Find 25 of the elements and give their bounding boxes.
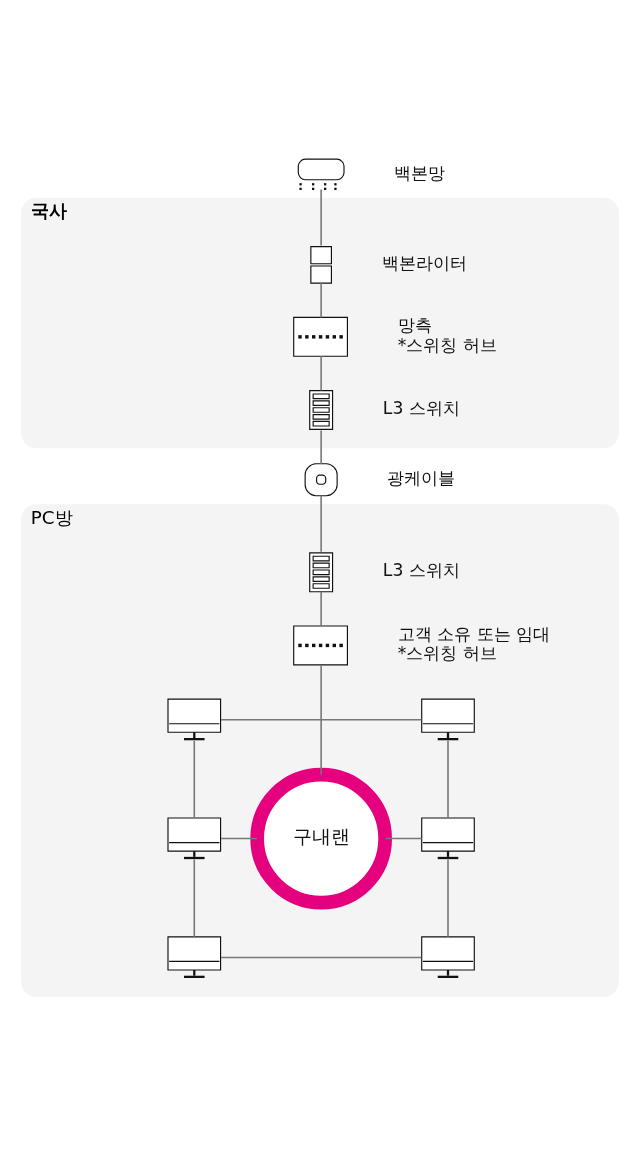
connector	[320, 590, 322, 627]
node-label: L3 스위치	[382, 560, 460, 581]
node-label: 고객 소유 또는 임대	[397, 623, 551, 644]
connector	[320, 664, 322, 776]
connector	[320, 188, 322, 247]
node-circle: 구내랜	[250, 767, 392, 910]
node-label: *스위칭 허브	[397, 643, 497, 664]
node-label: 광케이블	[387, 467, 456, 488]
connector	[220, 956, 423, 959]
connector	[320, 355, 322, 392]
node-label: L3 스위치	[382, 398, 460, 418]
connector	[220, 837, 258, 840]
connector	[447, 858, 449, 938]
connector	[193, 858, 196, 938]
connector	[384, 837, 423, 840]
connector	[320, 282, 322, 319]
connector	[447, 739, 449, 819]
node-label: 백본망	[394, 162, 446, 183]
connector	[320, 429, 322, 465]
node-label: 백본라이터	[381, 252, 467, 273]
connector	[193, 739, 196, 819]
node-label: *스위칭 허브	[397, 334, 497, 355]
connector	[320, 494, 322, 553]
connector	[220, 718, 423, 721]
node-label: 망측	[397, 315, 432, 336]
